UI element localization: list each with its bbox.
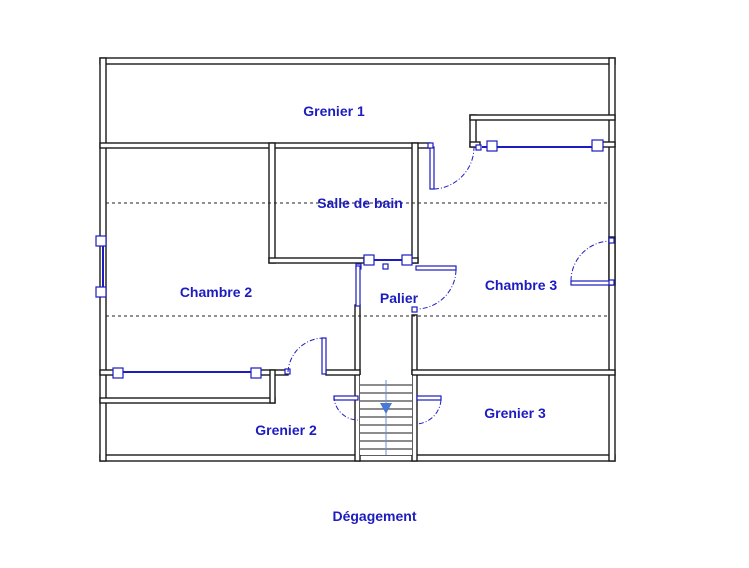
room-label-grenier-2: Grenier 2 [255, 422, 317, 438]
room-label-chambre-2: Chambre 2 [180, 284, 253, 300]
room-label-chambre-3: Chambre 3 [485, 277, 558, 293]
room-label-salle-de-bain: Salle de bain [317, 195, 403, 211]
door-chambre-3 [570, 237, 615, 286]
room-label-grenier-3: Grenier 3 [484, 405, 546, 421]
plan-caption: Dégagement [332, 508, 417, 524]
door-grenier-3 [416, 395, 442, 425]
door-palier-bathroom [411, 265, 457, 313]
window-chambre-2-west [95, 235, 107, 298]
window-chambre-2-south [112, 367, 291, 379]
window-salle-de-bain [355, 254, 413, 270]
door-grenier-1 [427, 142, 475, 190]
door-chambre-2 [287, 337, 327, 375]
room-label-palier: Palier [380, 290, 419, 306]
stair-arrow-icon [380, 403, 392, 414]
door-palier-left [355, 265, 361, 307]
room-label-grenier-1: Grenier 1 [303, 103, 365, 119]
window-grenier-1 [475, 139, 604, 152]
door-grenier-2 [333, 395, 359, 421]
staircase [360, 375, 412, 455]
